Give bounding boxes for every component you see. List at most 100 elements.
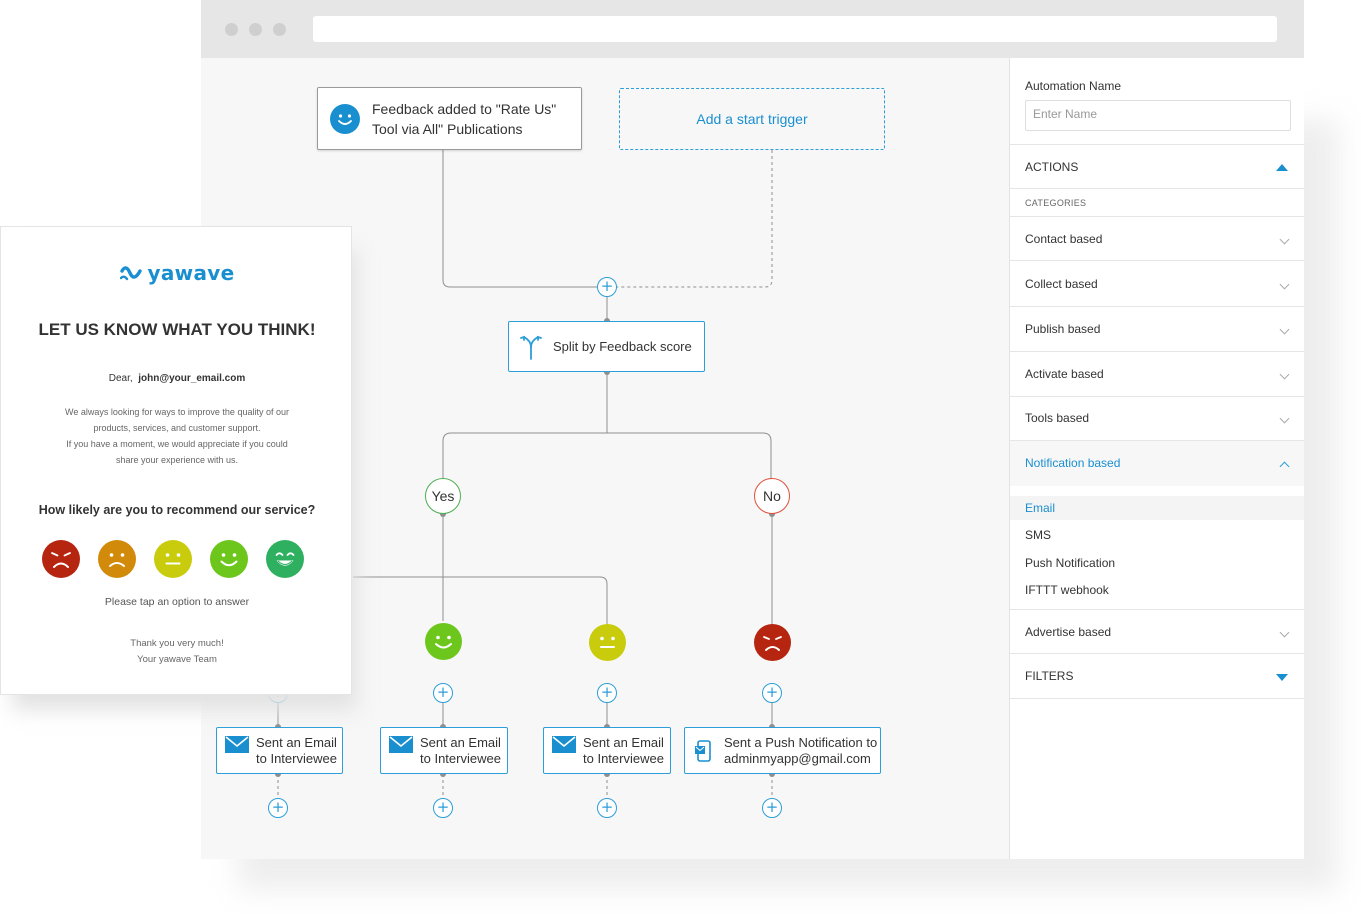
chevron-down-icon <box>1279 324 1290 335</box>
add-step-button[interactable]: + <box>433 798 453 818</box>
window-minimize-dot[interactable] <box>249 23 262 36</box>
category-collect-based[interactable]: Collect based <box>1010 262 1304 307</box>
very-bad-smiley-icon[interactable] <box>42 540 80 578</box>
window-maximize-dot[interactable] <box>273 23 286 36</box>
automation-name-label: Automation Name <box>1025 79 1122 93</box>
browser-window: Feedback added to "Rate Us" Tool via All… <box>201 0 1304 859</box>
split-icon <box>520 335 542 360</box>
actions-section-header[interactable]: ACTIONS <box>1010 144 1304 189</box>
add-start-trigger-label: Add a start trigger <box>696 111 808 127</box>
filters-header-label: FILTERS <box>1025 669 1074 683</box>
category-publish-based[interactable]: Publish based <box>1010 307 1304 352</box>
action-line1: Sent an Email <box>583 734 664 750</box>
start-trigger-node[interactable]: Feedback added to "Rate Us" Tool via All… <box>317 87 582 150</box>
add-start-trigger-button[interactable]: Add a start trigger <box>619 88 885 150</box>
filters-section-header[interactable]: FILTERS <box>1010 654 1304 699</box>
bad-smiley-icon[interactable] <box>98 540 136 578</box>
good-smiley-icon[interactable] <box>425 623 462 660</box>
browser-toolbar <box>201 0 1304 58</box>
good-smiley-icon[interactable] <box>210 540 248 578</box>
add-step-button[interactable]: + <box>762 798 782 818</box>
actions-panel: Automation Name Enter Name ACTIONS CATEG… <box>1009 58 1304 859</box>
categories-label: CATEGORIES <box>1025 198 1087 208</box>
tap-hint: Please tap an option to answer <box>104 596 250 608</box>
add-step-button[interactable]: + <box>597 683 617 703</box>
action-line2: to Interviewee <box>420 750 501 766</box>
category-label: Publish based <box>1025 322 1101 336</box>
yawave-logo-icon <box>119 266 142 281</box>
greeting-email: john@your_email.com <box>138 373 246 384</box>
action-line1: Sent an Email <box>256 734 337 750</box>
notification-item-push[interactable]: Push Notification <box>1025 556 1116 570</box>
notification-item-sms[interactable]: SMS <box>1025 528 1052 542</box>
body-line: We always looking for ways to improve th… <box>65 407 289 417</box>
brand-name: yawave <box>147 261 235 285</box>
category-label: Activate based <box>1025 367 1104 381</box>
chevron-down-icon <box>1279 627 1290 638</box>
add-step-button[interactable]: + <box>433 683 453 703</box>
category-label: Advertise based <box>1025 625 1112 639</box>
split-node-label: Split by Feedback score <box>553 339 692 354</box>
notification-item-ifttt[interactable]: IFTTT webhook <box>1025 583 1109 597</box>
email-headline: LET US KNOW WHAT YOU THINK! <box>38 320 316 339</box>
chevron-down-icon <box>1279 234 1290 245</box>
neutral-smiley-icon[interactable] <box>154 540 192 578</box>
chevron-down-icon <box>1279 279 1290 290</box>
greeting-prefix: Dear, <box>108 373 133 384</box>
recommend-question: How likely are you to recommend our serv… <box>38 503 316 517</box>
action-line2: to Interviewee <box>256 750 337 766</box>
chevron-up-icon <box>1279 461 1290 472</box>
body-line: products, services, and customer support… <box>93 423 261 433</box>
add-step-button[interactable]: + <box>762 683 782 703</box>
window-close-dot[interactable] <box>225 23 238 36</box>
action-line1: Sent an Email <box>420 734 501 750</box>
email-icon <box>389 736 413 753</box>
add-step-button[interactable]: + <box>597 798 617 818</box>
push-notification-icon <box>695 739 711 762</box>
category-notification-based[interactable]: Notification based <box>1010 441 1304 486</box>
category-label: Notification based <box>1025 456 1121 470</box>
body-line: If you have a moment, we would appreciat… <box>66 439 288 449</box>
yes-branch-label[interactable]: Yes <box>425 478 461 514</box>
neutral-smiley-icon[interactable] <box>589 624 626 661</box>
action-line2: adminmyapp@gmail.com <box>724 750 871 766</box>
automation-name-input[interactable]: Enter Name <box>1025 100 1291 131</box>
very-good-smiley-icon[interactable] <box>266 540 304 578</box>
feedback-email-card: yawave LET US KNOW WHAT YOU THINK! Dear,… <box>0 226 352 695</box>
category-tools-based[interactable]: Tools based <box>1010 396 1304 441</box>
category-label: Collect based <box>1025 277 1098 291</box>
signature-text: Your yawave Team <box>137 654 217 665</box>
email-greeting: Dear, john@your_email.com <box>1 373 353 384</box>
category-activate-based[interactable]: Activate based <box>1010 352 1304 397</box>
email-body: We always looking for ways to improve th… <box>1 404 353 468</box>
email-icon <box>552 736 576 753</box>
add-step-button[interactable]: + <box>597 277 617 297</box>
split-node[interactable]: Split by Feedback score <box>508 321 705 372</box>
smiley-icon <box>330 103 360 134</box>
start-trigger-label: Feedback added to "Rate Us" Tool via All… <box>372 100 557 137</box>
brand-logo: yawave <box>1 261 353 285</box>
chevron-down-icon <box>1279 369 1290 380</box>
body-line: share your experience with us. <box>115 455 239 465</box>
workflow-canvas[interactable]: Feedback added to "Rate Us" Tool via All… <box>201 58 1009 859</box>
category-label: Tools based <box>1025 411 1090 425</box>
email-icon <box>225 736 249 753</box>
add-step-button[interactable]: + <box>268 798 288 818</box>
collapse-triangle-icon <box>1276 164 1288 171</box>
category-advertise-based[interactable]: Advertise based <box>1010 609 1304 654</box>
expand-triangle-icon <box>1276 674 1288 681</box>
action-line2: to Interviewee <box>583 750 664 766</box>
action-line1: Sent a Push Notification to <box>724 734 878 750</box>
notification-item-email[interactable]: Email <box>1010 496 1304 520</box>
actions-header-label: ACTIONS <box>1025 160 1079 174</box>
rating-options <box>42 540 304 578</box>
chevron-down-icon <box>1279 413 1290 424</box>
no-branch-label[interactable]: No <box>754 478 790 514</box>
address-bar[interactable] <box>313 16 1277 42</box>
very-bad-smiley-icon[interactable] <box>754 624 791 661</box>
category-contact-based[interactable]: Contact based <box>1010 216 1304 261</box>
